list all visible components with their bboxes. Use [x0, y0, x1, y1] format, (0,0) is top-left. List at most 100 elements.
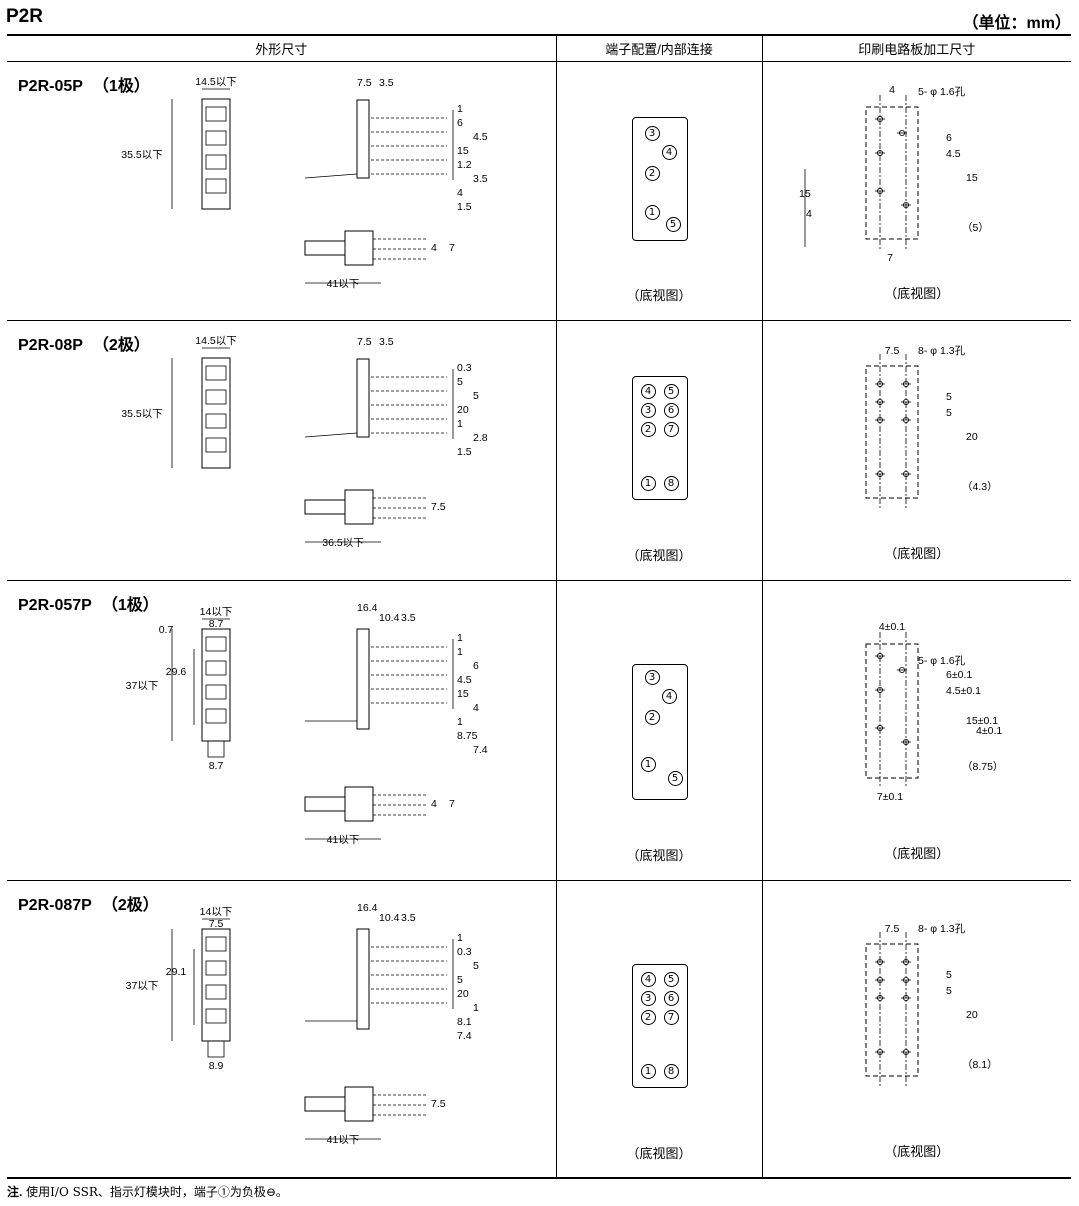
dim-right: 8.75 [457, 730, 478, 742]
dim-top: 3.5 [401, 612, 416, 624]
plug-body [344, 786, 374, 821]
dim-height: 37以下 [126, 980, 159, 992]
model-pole: （1极） [92, 77, 150, 95]
dim-right: 7.4 [457, 1030, 472, 1042]
dim-right: 4 [473, 702, 479, 714]
dim-right: 2.8 [473, 432, 488, 444]
header-outline: 外形尺寸 [7, 34, 556, 62]
dim-inner-width: 8.7 [209, 618, 224, 630]
footnote-label: 注. [7, 1185, 23, 1199]
terminal-pin: 3 [640, 990, 656, 1006]
terminal-pin: 2 [644, 165, 660, 181]
terminal-pin: 1 [644, 204, 660, 220]
unit-label: （单位：mm） [962, 15, 1071, 32]
dim-right: 6 [473, 660, 479, 672]
spec-table: 外形尺寸 端子配置/内部连接 印刷电路板加工尺寸 P2R-05P（1极）14.5… [7, 34, 1071, 1179]
dim-right: 1 [473, 1002, 479, 1014]
dim-right: 1 [457, 103, 463, 115]
dim-bottom: 8.9 [209, 1060, 224, 1072]
pcb-hole-spec: 8- φ 1.3孔 [918, 922, 966, 935]
pcb-dim-g: 7±0.1 [876, 791, 902, 803]
pcb-dim-a: 7.5 [884, 345, 899, 357]
dim-right: 20 [457, 404, 469, 416]
socket-front-body [201, 357, 231, 468]
socket-slot [205, 936, 227, 951]
pcb-dim-f: （4.3） [962, 481, 998, 493]
dim-plug: 7 [449, 242, 455, 254]
model-pole: （1极） [101, 596, 159, 614]
dim-right: 7.4 [473, 744, 488, 756]
plug-body [344, 489, 374, 524]
socket-side-body [356, 358, 370, 437]
dim-right: 5 [457, 376, 463, 388]
socket-foot [207, 1040, 225, 1057]
terminal-pin: 5 [665, 216, 681, 232]
terminal-pin: 6 [663, 402, 679, 418]
model-title: P2R-08P（2极） [18, 331, 150, 355]
plug-shaft [304, 499, 346, 514]
terminal-pin: 1 [640, 756, 656, 772]
dim-top: 10.4 [379, 612, 400, 624]
dim-right: 1.5 [457, 201, 472, 213]
terminal-pin: 2 [640, 421, 656, 437]
pcb-outline [865, 643, 918, 778]
pcb-hole-spec: 5- φ 1.6孔 [918, 85, 966, 98]
socket-slot [205, 365, 227, 380]
pcb-dim-d: 15±0.1 [966, 715, 998, 727]
pcb-dim-b: 5 [946, 391, 952, 403]
pcb-drawing: 5- φ 1.6孔4±0.16±0.14.5±0.115±0.14±0.1（8.… [865, 621, 1003, 803]
socket-slot [205, 154, 227, 169]
dim-right: 1 [457, 932, 463, 944]
footnote: 注. 使用I/O SSR、指示灯模块时，端子①为负极⊖。 [7, 1183, 288, 1200]
release-lever [304, 432, 358, 437]
terminal-pin: 3 [644, 125, 660, 141]
pcb-dim-c: 5 [946, 407, 952, 419]
pcb-dim-d: 20 [966, 431, 978, 443]
dim-right: 0.3 [457, 946, 472, 958]
model-number: P2R-05P [18, 77, 83, 95]
pcb-outline [865, 106, 918, 239]
terminal-pin: 6 [663, 990, 679, 1006]
terminal-pin: 5 [663, 971, 679, 987]
dim-right: 1 [457, 418, 463, 430]
socket-side-body [356, 628, 370, 729]
model-number: P2R-057P [18, 596, 92, 614]
dim-top: 3.5 [401, 912, 416, 924]
dim-height: 35.5以下 [121, 408, 162, 420]
terminal-pin: 1 [640, 1063, 656, 1079]
pcb-dim-a: 4 [889, 84, 895, 96]
pcb-dim-e: 4 [806, 208, 812, 220]
dim-width: 14.5以下 [195, 76, 236, 88]
pcb-dim-c: 5 [946, 985, 952, 997]
dim-width: 14以下 [200, 606, 233, 618]
dim-length: 41以下 [327, 278, 360, 290]
pcb-dim-f: （8.1） [962, 1059, 998, 1071]
dim-plug: 7.5 [431, 501, 446, 513]
terminal-pin: 5 [663, 383, 679, 399]
header-row: 外形尺寸 端子配置/内部连接 印刷电路板加工尺寸 [7, 34, 1071, 62]
footnote-text: 使用I/O SSR、指示灯模块时，端子①为负极⊖。 [22, 1185, 288, 1199]
pcb-outline [865, 365, 918, 498]
terminal-caption: （底视图） [626, 848, 692, 864]
model-title: P2R-087P（2极） [18, 891, 159, 915]
terminal-pin: 3 [644, 669, 660, 685]
plug-body [344, 1086, 374, 1121]
dim-top-offset: 0.7 [159, 624, 174, 636]
pcb-dim-c: 4.5±0.1 [946, 685, 981, 697]
dim-length: 41以下 [327, 834, 360, 846]
dim-inner-height: 29.1 [166, 966, 187, 978]
socket-front-body [201, 98, 231, 209]
dim-top: 7.5 [357, 336, 372, 348]
dim-top: 16.4 [357, 902, 378, 914]
